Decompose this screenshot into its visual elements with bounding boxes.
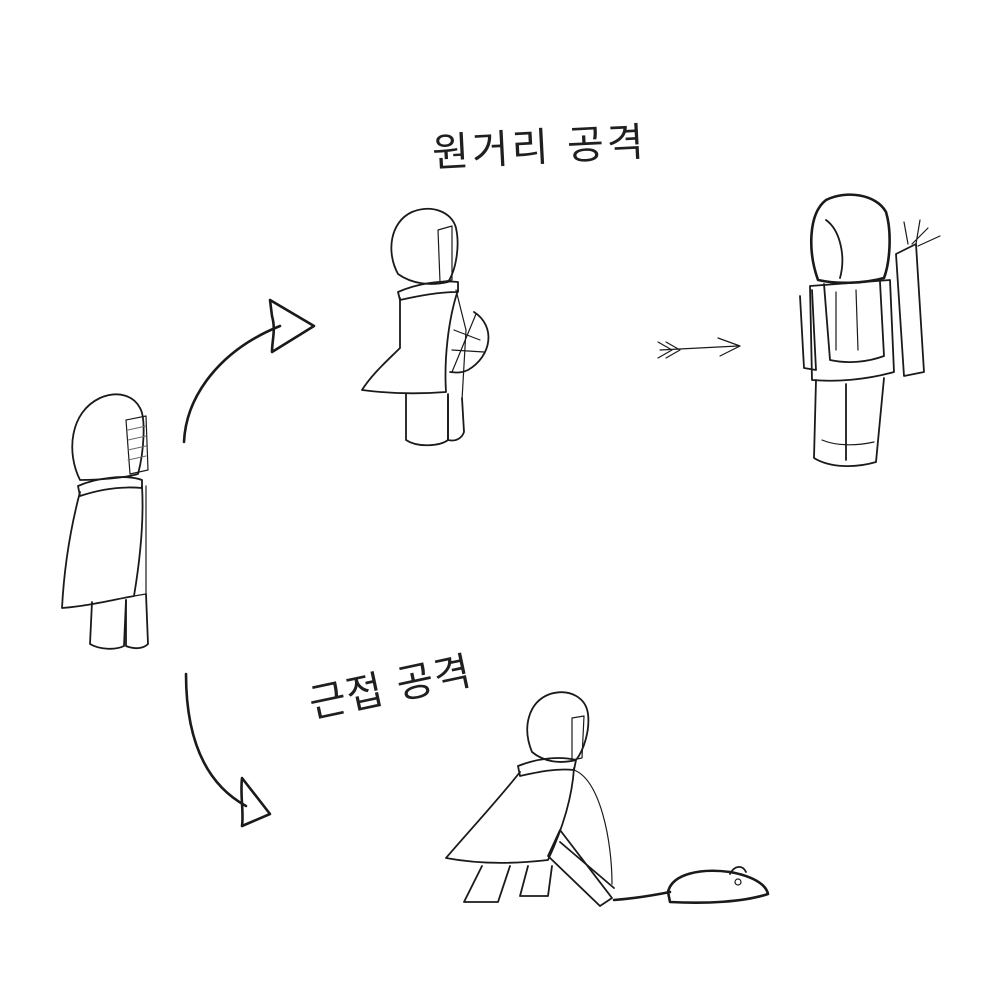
mouse-target [612, 866, 770, 905]
flying-arrow [657, 337, 741, 359]
arrow-to-melee [184, 672, 272, 828]
archer-back-figure [799, 193, 941, 467]
archer-figure [361, 207, 490, 447]
arrow-to-ranged [182, 298, 316, 444]
melee-figure [445, 691, 615, 907]
idle-hooded-figure [61, 393, 149, 650]
